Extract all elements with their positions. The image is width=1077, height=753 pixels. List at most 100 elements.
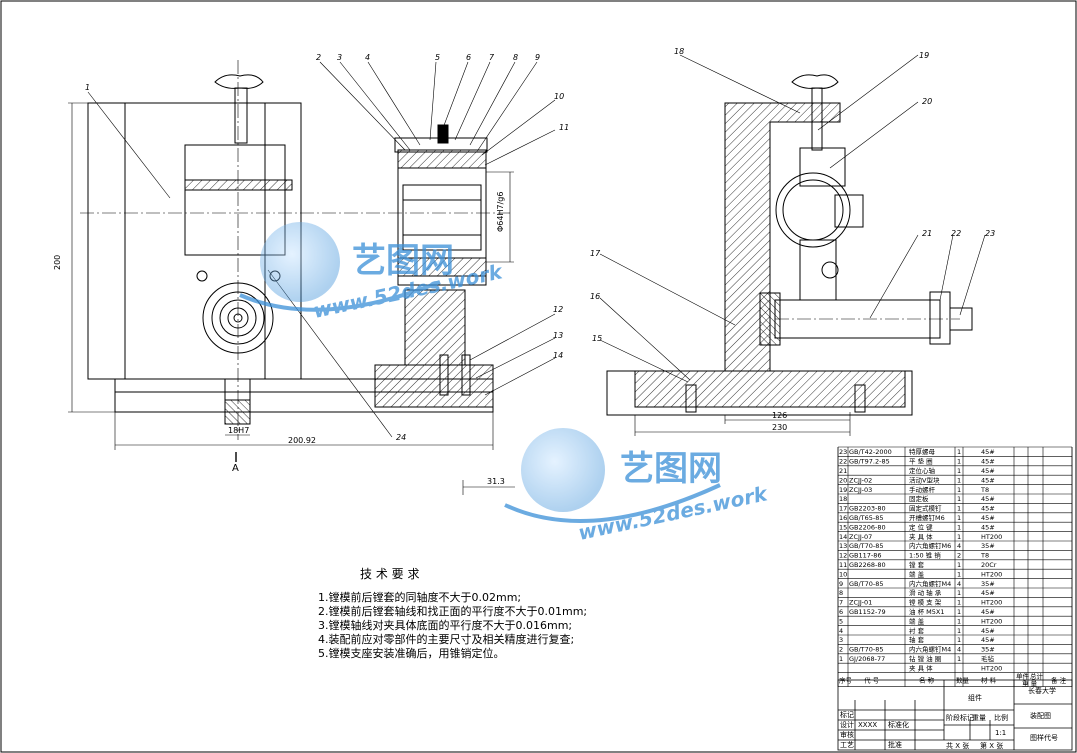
watermark-brand: 艺图网 bbox=[620, 449, 722, 489]
part-qty: 1 bbox=[957, 561, 961, 569]
leader-10: 10 bbox=[554, 92, 564, 101]
part-no: 15 bbox=[839, 523, 847, 531]
part-no: 13 bbox=[839, 542, 847, 550]
workpiece-left bbox=[184, 144, 286, 256]
part-qty: 1 bbox=[957, 599, 961, 607]
leader-14: 14 bbox=[553, 351, 563, 360]
part-qty: 1 bbox=[957, 608, 961, 616]
dim-height: 200 bbox=[53, 255, 62, 270]
part-code: GB/T70-85 bbox=[849, 580, 884, 588]
part-name: 固定式模钉 bbox=[909, 504, 942, 513]
part-material: 45# bbox=[981, 448, 995, 456]
part-qty: 1 bbox=[957, 476, 961, 484]
leader-5: 5 bbox=[435, 53, 440, 62]
part-name: 定 位 键 bbox=[909, 522, 933, 531]
boring-support bbox=[404, 289, 466, 366]
part-material: HT200 bbox=[981, 617, 1002, 625]
part-name: 衬 套 bbox=[909, 626, 925, 635]
header-total: 总计 bbox=[1030, 672, 1044, 681]
part-code: GB/T70-85 bbox=[849, 646, 884, 654]
part-qty: 1 bbox=[957, 505, 961, 513]
watermark-2: 艺图网 www.52des.work bbox=[504, 428, 771, 545]
tb-scale: 1:1 bbox=[995, 729, 1006, 737]
tb-sheet: 共 X 张 bbox=[946, 741, 969, 750]
tech-item-5: 5.镗模支座安装准确后，用锥销定位。 bbox=[318, 646, 505, 660]
part-material: 35# bbox=[981, 580, 995, 588]
tech-item-1: 1.镗模前后镗套的同轴度不大于0.02mm; bbox=[318, 590, 521, 604]
right-leaders bbox=[599, 54, 986, 383]
part-name: 内六角螺钉M4 bbox=[909, 579, 951, 588]
globe-icon bbox=[260, 222, 340, 302]
leader-18: 18 bbox=[674, 47, 684, 56]
part-material: 毛毡 bbox=[981, 654, 995, 663]
part-name: 钻 镗 油 圈 bbox=[909, 654, 941, 663]
part-code: GB/T42-2000 bbox=[849, 448, 892, 456]
part-qty: 4 bbox=[957, 542, 961, 550]
part-material: HT200 bbox=[981, 664, 1002, 672]
part-qty: 1 bbox=[957, 589, 961, 597]
part-material: HT200 bbox=[981, 533, 1002, 541]
part-qty: 1 bbox=[957, 523, 961, 531]
tb-drawing: 组件 bbox=[968, 693, 982, 702]
part-no: 20 bbox=[839, 476, 847, 484]
part-material: 45# bbox=[981, 514, 995, 522]
part-code: GB2206-80 bbox=[849, 523, 886, 531]
left-view bbox=[68, 60, 514, 462]
part-material: 45# bbox=[981, 467, 995, 475]
part-no: 23 bbox=[839, 448, 847, 456]
part-no: 3 bbox=[839, 636, 843, 644]
leader-23: 23 bbox=[985, 229, 995, 238]
part-no: 17 bbox=[839, 505, 847, 513]
leader-21: 21 bbox=[922, 229, 932, 238]
part-name: 内六角螺钉M4 bbox=[909, 645, 951, 654]
leader-17: 17 bbox=[590, 249, 601, 258]
part-qty: 1 bbox=[957, 458, 961, 466]
part-material: 45# bbox=[981, 523, 995, 531]
part-no: 7 bbox=[839, 599, 843, 607]
part-no: 2 bbox=[839, 646, 843, 654]
leader-16: 16 bbox=[590, 292, 600, 301]
part-qty: 1 bbox=[957, 570, 961, 578]
part-qty: 4 bbox=[957, 646, 961, 654]
part-qty: 1 bbox=[957, 627, 961, 635]
leader-13: 13 bbox=[553, 331, 563, 340]
leader-4: 4 bbox=[365, 53, 370, 62]
part-no: 11 bbox=[839, 561, 847, 569]
tb-sheet-no: 第 X 张 bbox=[980, 741, 1003, 750]
leader-20: 20 bbox=[922, 97, 932, 106]
tb-title: 装配图 bbox=[1030, 711, 1051, 720]
part-name: 夹 具 体 bbox=[909, 532, 933, 541]
tech-item-2: 2.镗模前后镗套轴线和找正面的平行度不大于0.01mm; bbox=[318, 604, 587, 618]
leader-1: 1 bbox=[85, 83, 90, 92]
part-code: GB/T97.2-85 bbox=[849, 458, 890, 466]
tb-stage: 阶段标记 bbox=[946, 713, 974, 722]
part-no: 14 bbox=[839, 533, 847, 541]
part-qty: 1 bbox=[957, 617, 961, 625]
title-block-text: 组件 长春大学 装配图 图样代号 阶段标记 重量 比例 1:1 标记 设计 XX… bbox=[840, 686, 1058, 750]
leader-24: 24 bbox=[396, 433, 406, 442]
part-name: 1:50 锥 销 bbox=[909, 551, 941, 560]
tb-code: XXXX bbox=[858, 721, 877, 729]
part-material: 35# bbox=[981, 542, 995, 550]
part-name: 轴 套 bbox=[909, 635, 925, 644]
part-material: 45# bbox=[981, 636, 995, 644]
leader-8: 8 bbox=[513, 53, 518, 62]
leader-6: 6 bbox=[466, 53, 471, 62]
dim-126: 126 bbox=[772, 411, 787, 420]
part-name: 镗 套 bbox=[909, 560, 925, 569]
tb-scale-label: 比例 bbox=[994, 713, 1008, 722]
right-view bbox=[606, 74, 973, 436]
part-name: 内六角螺钉M6 bbox=[909, 541, 951, 550]
part-code: GB2203-80 bbox=[849, 505, 886, 513]
part-no: 21 bbox=[839, 467, 847, 475]
tech-item-4: 4.装配前应对零部件的主要尺寸及相关精度进行复查; bbox=[318, 632, 574, 646]
part-code: GB2268-80 bbox=[849, 561, 886, 569]
part-material: T8 bbox=[980, 486, 989, 494]
part-no: 22 bbox=[839, 458, 847, 466]
part-code: ZCJJ-07 bbox=[849, 533, 872, 541]
dim-small: 31.3 bbox=[487, 477, 505, 486]
tb-approve: 批准 bbox=[888, 740, 902, 749]
globe-icon bbox=[521, 428, 605, 512]
